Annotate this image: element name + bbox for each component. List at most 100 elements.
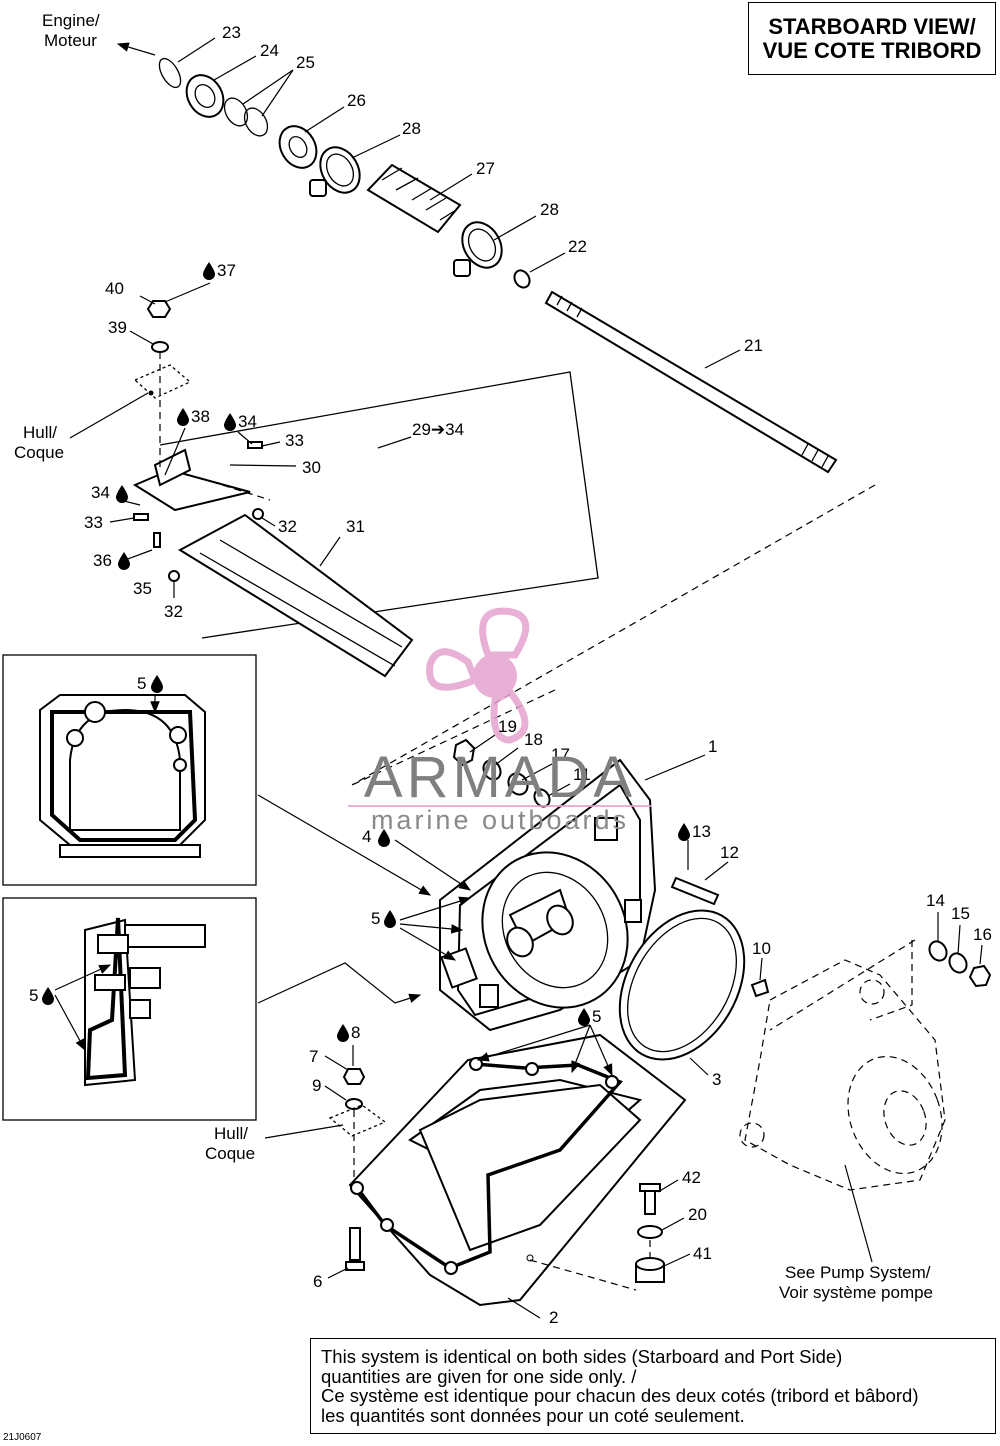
callout-33-left: 33	[84, 513, 103, 532]
washer-18	[482, 759, 502, 781]
label-pump-en: See Pump System/	[785, 1263, 931, 1282]
o-ring-25b	[243, 107, 269, 137]
screw-33a	[247, 441, 263, 449]
hardware-20-41-42	[526, 1179, 691, 1291]
callout-2: 2	[549, 1308, 558, 1327]
callout-15: 15	[951, 904, 970, 923]
note-line-4: les quantités sont données pour un coté …	[321, 1404, 745, 1426]
lubricant-drop-icon	[42, 987, 54, 1005]
watermark-logo: ARMADA marine outboards	[345, 745, 655, 835]
mount-group	[69, 282, 599, 678]
callout-5-inset-bottom: 5	[29, 986, 38, 1005]
housing-1	[439, 754, 706, 1032]
washer-17	[507, 772, 529, 796]
lubricant-drop-icon	[224, 413, 236, 431]
callout-14: 14	[926, 891, 945, 910]
label-hull-en-bottom: Hull/	[214, 1124, 248, 1143]
callout-38: 38	[191, 407, 210, 426]
lubricant-drop-icon	[678, 823, 690, 841]
note-line-3: Ce système est identique pour chacun des…	[321, 1385, 919, 1406]
washer-39	[151, 341, 169, 353]
view-title-fr: VUE COTE TRIBORD	[762, 37, 982, 63]
view-title-en: STARBOARD VIEW/	[768, 13, 976, 39]
callout-5-inset-top: 5	[137, 674, 146, 693]
callout-42: 42	[682, 1168, 701, 1187]
callout-35: 35	[133, 579, 152, 598]
callout-6: 6	[313, 1272, 322, 1291]
label-engine-en: Engine/	[42, 11, 100, 30]
callout-32-bottom: 32	[164, 602, 183, 621]
callout-26: 26	[347, 91, 366, 110]
seal-carrier-24	[185, 74, 225, 118]
washer-20	[637, 1225, 663, 1239]
o-ring-25a	[223, 97, 249, 127]
label-engine-fr: Moteur	[44, 31, 97, 50]
callout-23: 23	[222, 23, 241, 42]
o-ring-23	[158, 57, 182, 89]
label-hull-fr-top: Coque	[14, 443, 64, 462]
callout-39: 39	[108, 318, 127, 337]
washer-14	[928, 940, 948, 962]
watermark-tagline: marine outboards	[370, 805, 630, 835]
callout-30: 30	[302, 458, 321, 477]
hardware-11-19	[452, 734, 571, 808]
nut-32a	[252, 508, 264, 520]
callout-17: 17	[551, 745, 570, 764]
clamp-screw-28a	[309, 179, 327, 197]
screw-35	[153, 532, 161, 548]
callout-8: 8	[351, 1023, 360, 1042]
callout-33-top: 33	[285, 431, 304, 450]
lubricant-drop-icon	[384, 910, 396, 928]
callout-3: 3	[712, 1070, 721, 1089]
engine-arrow	[116, 42, 156, 56]
callout-41: 41	[693, 1244, 712, 1263]
callout-37: 37	[217, 261, 236, 280]
callout-25: 25	[296, 53, 315, 72]
driveshaft-assembly	[116, 42, 838, 474]
callout-5-housing: 5	[371, 909, 380, 928]
lubricant-drop-icon	[177, 408, 189, 426]
callout-7: 7	[309, 1047, 318, 1066]
lubricant-drop-icon	[151, 675, 163, 693]
clamp-screw-28b	[453, 259, 471, 277]
top-leaders	[177, 37, 741, 369]
callout-34-left: 34	[91, 483, 110, 502]
callout-9: 9	[312, 1076, 321, 1095]
nut-19	[452, 738, 476, 767]
callout-12: 12	[720, 843, 739, 862]
label-pump-fr: Voir système pompe	[779, 1283, 933, 1302]
lubricant-icons	[42, 262, 690, 1042]
shaft-axis-line	[351, 484, 876, 786]
callout-28b: 28	[540, 200, 559, 219]
callout-4: 4	[362, 827, 371, 846]
bracket-30	[132, 468, 251, 512]
callout-32-top: 32	[278, 517, 297, 536]
nut-16	[968, 964, 992, 988]
clamp-28a	[319, 146, 361, 194]
label-hull-fr-bottom: Coque	[205, 1144, 255, 1163]
callout-28a: 28	[402, 119, 421, 138]
callout-labels: Engine/ Moteur 23 24 25 26 28 27 28 22 2…	[14, 11, 992, 1327]
intake-plate-2	[348, 1024, 687, 1319]
callout-13: 13	[692, 822, 711, 841]
nut-40	[146, 300, 172, 318]
group-outline	[159, 371, 599, 639]
note-box: This system is identical on both sides (…	[310, 1338, 996, 1434]
lubricant-drop-icon	[337, 1024, 349, 1042]
callout-31: 31	[346, 517, 365, 536]
hardware-6-9	[264, 1045, 387, 1279]
driveshaft-21	[544, 290, 838, 474]
drawing-code: 21J0607	[3, 1432, 42, 1443]
callout-24: 24	[260, 41, 279, 60]
inset-top	[2, 654, 257, 886]
lubricant-drop-icon	[578, 1008, 590, 1026]
pump-unit	[739, 959, 946, 1263]
lubricant-drop-icon	[118, 552, 130, 570]
screw-6	[349, 1227, 361, 1261]
callout-34-top: 34	[238, 412, 257, 431]
callout-18: 18	[524, 730, 543, 749]
lock-washer-15	[948, 952, 968, 974]
watermark-name: ARMADA	[363, 745, 637, 810]
callout-1: 1	[708, 737, 717, 756]
